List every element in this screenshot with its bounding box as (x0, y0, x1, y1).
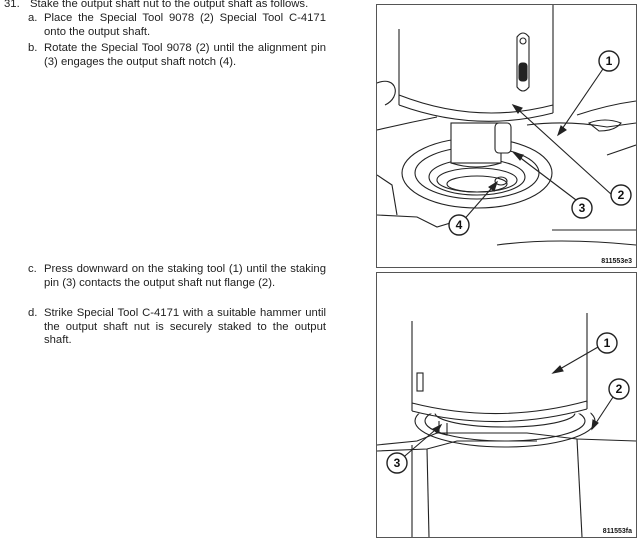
callout-1: 1 (596, 332, 618, 354)
tool-alignment-illustration (377, 5, 636, 246)
substep-text: Place the Special Tool 9078 (2) Special … (44, 12, 326, 38)
substep-a: a. Place the Special Tool 9078 (2) Speci… (28, 12, 326, 39)
callout-3: 3 (386, 452, 408, 474)
substep-letter: c. (28, 263, 37, 275)
callout-1: 1 (598, 50, 620, 72)
callout-4-label: 4 (456, 218, 463, 232)
substep-letter: d. (28, 307, 38, 319)
substep-b: b. Rotate the Special Tool 9078 (2) unti… (28, 42, 326, 69)
substep-text: Rotate the Special Tool 9078 (2) until t… (44, 42, 326, 68)
substep-d: d. Strike Special Tool C-4171 with a sui… (28, 307, 326, 348)
callout-3-label: 3 (394, 456, 401, 470)
substep-text: Strike Special Tool C-4171 with a suitab… (44, 307, 326, 347)
substep-letter: a. (28, 12, 38, 24)
callout-badges: 1 2 3 (386, 332, 630, 474)
figure-id: 811553e3 (601, 258, 632, 265)
callout-2-label: 2 (616, 382, 623, 396)
substep-text: Press downward on the staking tool (1) u… (44, 263, 326, 289)
staking-illustration (377, 312, 636, 537)
figure-tool-alignment: 1 2 3 4 811553e3 (376, 4, 637, 268)
callout-badges: 1 2 3 4 (448, 50, 632, 236)
callout-3: 3 (571, 197, 593, 219)
callout-1-label: 1 (604, 336, 611, 350)
substep-c: c. Press downward on the staking tool (1… (28, 263, 326, 290)
step-31: 31. Stake the output shaft nut to the out… (4, 0, 344, 12)
figure-staking: 1 2 3 811553fa (376, 272, 637, 538)
callout-2: 2 (608, 378, 630, 400)
callout-1-label: 1 (606, 54, 613, 68)
figure-id: 811553fa (602, 528, 632, 535)
step-text: Stake the output shaft nut to the output… (30, 0, 309, 10)
step-number: 31. (4, 0, 20, 10)
callout-2: 2 (610, 184, 632, 206)
callout-4: 4 (448, 214, 470, 236)
callout-2-label: 2 (618, 188, 625, 202)
callout-3-label: 3 (579, 201, 586, 215)
substep-letter: b. (28, 42, 38, 54)
